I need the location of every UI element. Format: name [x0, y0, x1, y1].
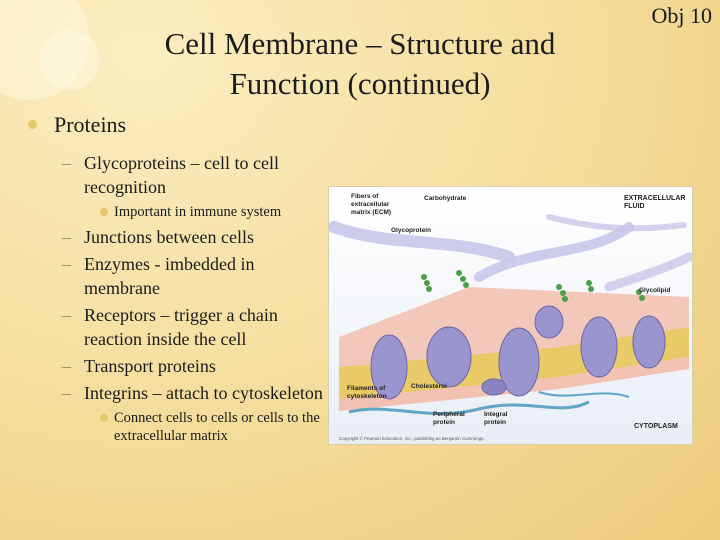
ecm-fiber	[329, 221, 515, 263]
label-glycolipid: Glycolipid	[639, 287, 671, 294]
integral-protein	[632, 315, 666, 369]
label-glycoprotein: Glycoprotein	[391, 227, 432, 234]
membrane-diagram: Fibers of extracellular matrix (ECM) Car…	[328, 186, 693, 445]
label-cytoplasm: CYTOPLASM	[634, 423, 678, 430]
cytoskeleton-filament	[538, 391, 630, 398]
subbullet-text: Enzymes - imbedded in membrane	[84, 254, 255, 298]
bullet-proteins: Proteins	[28, 112, 328, 138]
background-flower	[40, 30, 100, 90]
subbullet-text: Junctions between cells	[84, 227, 254, 247]
subbullet-integrins: – Integrins – attach to cytoskeleton	[62, 383, 323, 403]
membrane-illustration	[329, 187, 692, 444]
bullet-dot-icon	[100, 208, 108, 216]
title-line-1: Cell Membrane – Structure and	[164, 26, 556, 61]
subbullet-junctions: – Junctions between cells	[62, 227, 254, 247]
integral-protein	[498, 327, 540, 397]
ecm-fiber	[546, 214, 687, 232]
cytoskeleton-filament	[348, 400, 590, 416]
subbullet-transport: – Transport proteins	[62, 356, 216, 376]
subbullet-text: Integrins – attach to cytoskeleton	[84, 383, 323, 403]
label-integral: Integral protein	[484, 411, 508, 426]
label-carbohydrate: Carbohydrate	[424, 195, 467, 202]
subbullet-enzymes: – Enzymes - imbedded in membrane	[62, 254, 255, 298]
bilayer-top	[339, 287, 689, 367]
subbullet-receptors: – Receptors – trigger a chain reaction i…	[62, 305, 278, 349]
bullet-proteins-text: Proteins	[54, 112, 127, 137]
integral-protein	[370, 334, 408, 400]
objective-tag: Obj 10	[651, 3, 713, 28]
integral-protein	[580, 316, 618, 378]
carbohydrate-chains	[421, 270, 645, 302]
bullet-list: Proteins – Glycoproteins – cell to cell …	[28, 112, 328, 445]
bullet-dot-icon	[100, 414, 108, 422]
title-line-2: Function (continued)	[229, 66, 491, 101]
subbullet-text: Receptors – trigger a chain reaction ins…	[84, 305, 278, 349]
subbullet-text: Transport proteins	[84, 356, 216, 376]
label-cholesterol: Cholesterol	[411, 383, 447, 390]
label-extracellular: EXTRACELLULAR FLUID	[624, 195, 686, 210]
subsubbullet-text: Important in immune system	[114, 204, 282, 220]
subsubbullet-text: Connect cells to cells or cells to the e…	[114, 410, 320, 444]
label-fibers: Fibers of extracellular matrix (ECM)	[351, 193, 392, 216]
label-filaments: Filaments of cytoskeleton	[347, 385, 387, 400]
ecm-fiber	[604, 252, 692, 292]
peripheral-protein	[481, 378, 507, 396]
subbullet-glycoproteins: – Glycoproteins – cell to cell recogniti…	[62, 153, 279, 197]
ecm-fiber	[474, 222, 634, 282]
bullet-dot-icon	[28, 120, 37, 129]
subsubbullet-connect: Connect cells to cells or cells to the e…	[28, 409, 328, 445]
subsubbullet-immune: Important in immune system	[28, 203, 328, 221]
figure-copyright: Copyright © Pearson Education, Inc., pub…	[339, 436, 485, 441]
integral-protein	[534, 305, 564, 339]
integral-protein	[426, 326, 472, 388]
label-peripheral: Peripheral protein	[433, 411, 465, 426]
slide-title: Cell Membrane – Structure and Function (…	[80, 24, 640, 104]
subbullet-text: Glycoproteins – cell to cell recognition	[84, 153, 279, 197]
